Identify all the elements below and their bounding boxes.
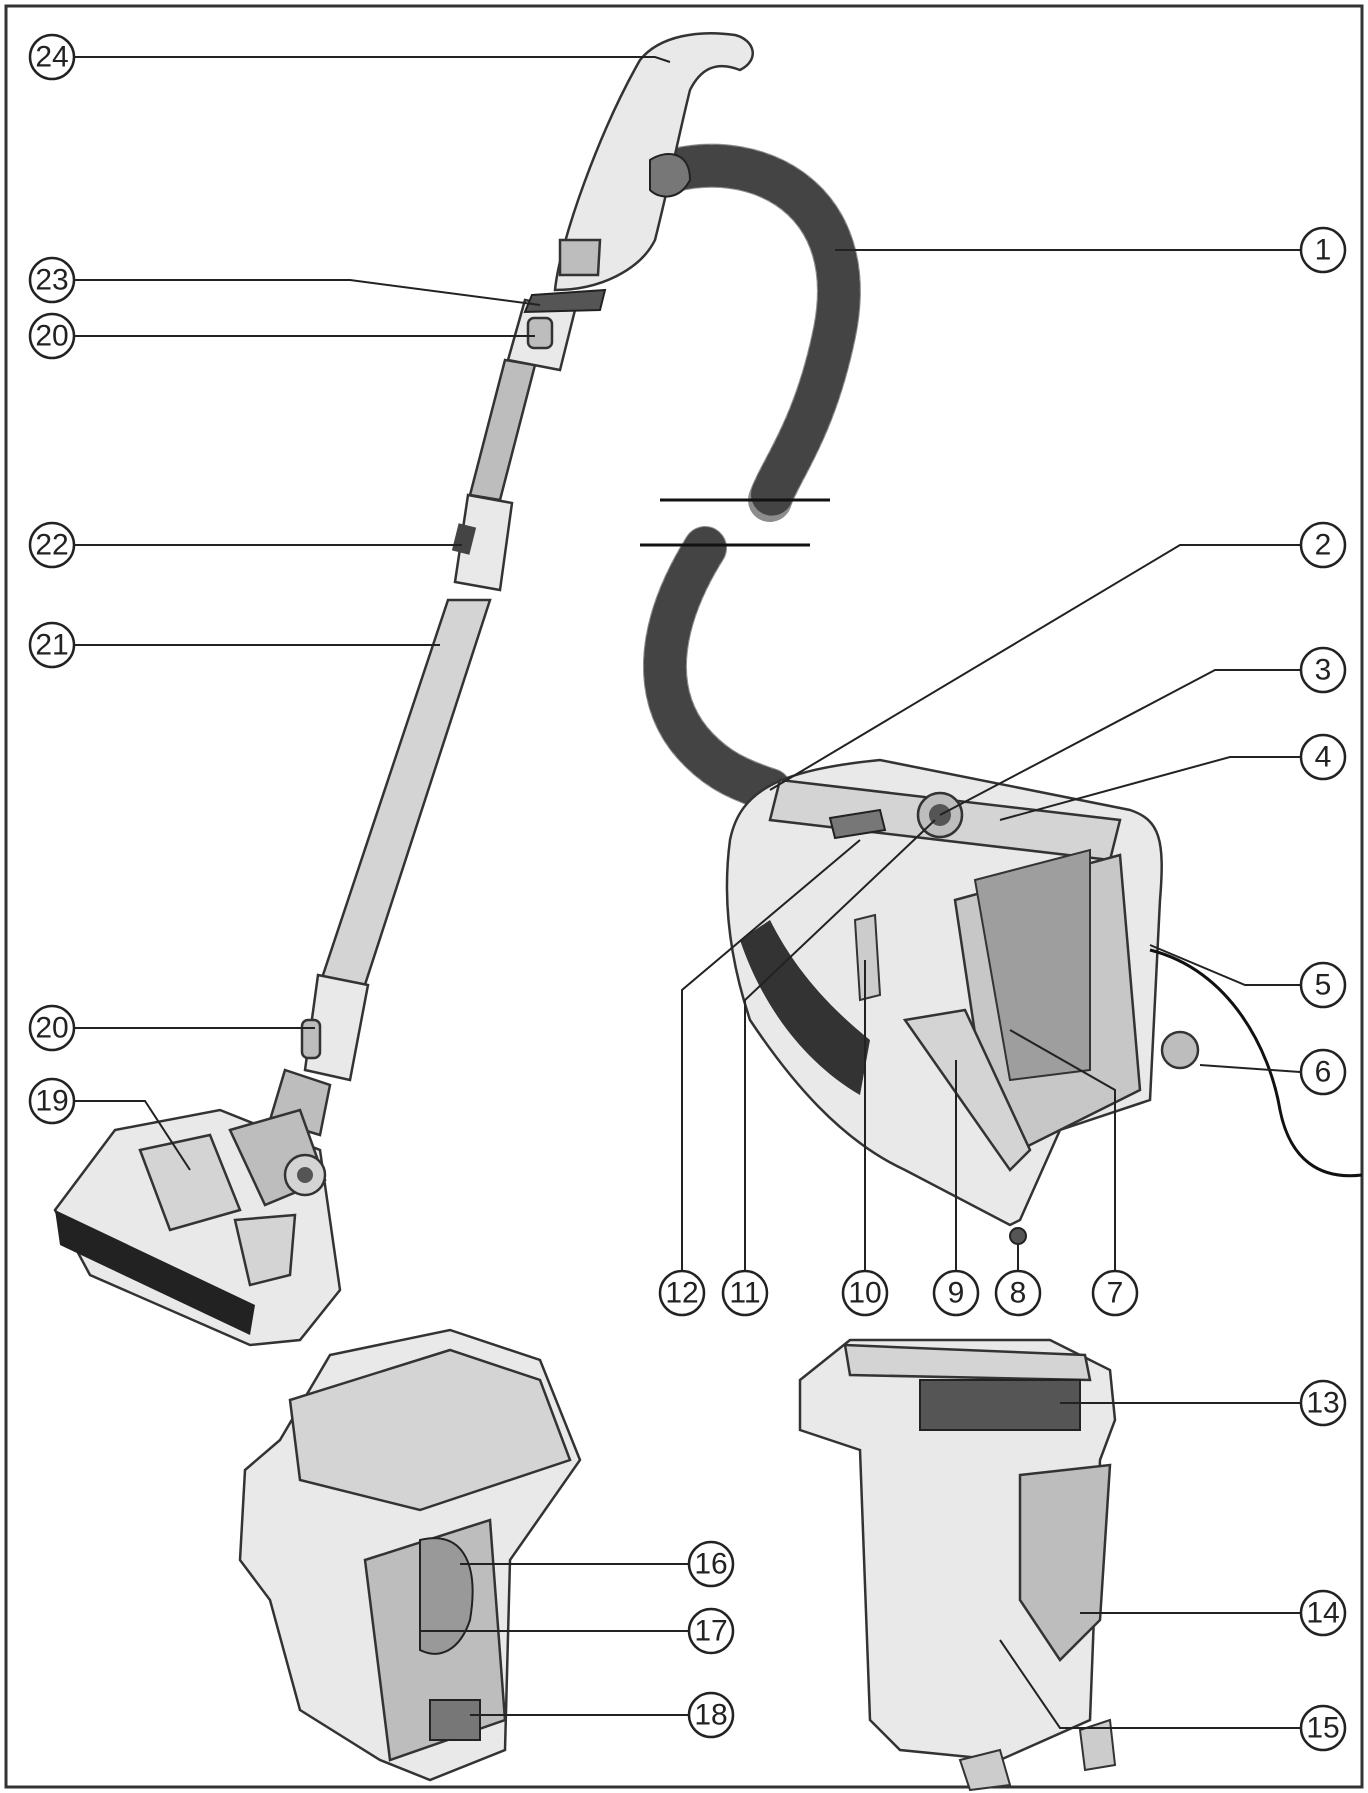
svg-text:15: 15 — [1306, 1712, 1339, 1745]
leader-lines — [75, 56, 1301, 1729]
svg-text:23: 23 — [35, 264, 68, 297]
callout-22: 22 — [28, 521, 76, 569]
callout-13: 13 — [1299, 1379, 1347, 1427]
callout-14: 14 — [1299, 1589, 1347, 1637]
svg-text:10: 10 — [848, 1277, 881, 1310]
callout-11: 11 — [721, 1269, 769, 1317]
vacuum-body — [725, 758, 1363, 1245]
handle-and-wand — [268, 32, 754, 1137]
callout-1: 1 — [1299, 226, 1347, 274]
svg-text:7: 7 — [1107, 1277, 1124, 1310]
callout-2: 2 — [1299, 521, 1347, 569]
svg-text:12: 12 — [665, 1277, 698, 1310]
svg-text:16: 16 — [694, 1548, 727, 1581]
svg-text:17: 17 — [694, 1615, 727, 1648]
svg-text:22: 22 — [35, 529, 68, 562]
callout-19: 19 — [28, 1077, 76, 1125]
svg-text:24: 24 — [35, 41, 68, 74]
svg-text:13: 13 — [1306, 1387, 1339, 1420]
callout-17: 17 — [687, 1607, 735, 1655]
callout-5: 5 — [1299, 961, 1347, 1009]
svg-text:1: 1 — [1315, 234, 1332, 267]
floorhead — [53, 1108, 342, 1347]
diagram-frame — [4, 4, 1364, 1789]
callout-18: 18 — [687, 1691, 735, 1739]
callout-15: 15 — [1299, 1704, 1347, 1752]
callout-6: 6 — [1299, 1048, 1347, 1096]
callout-20-bottom: 20 — [28, 1004, 76, 1052]
svg-text:2: 2 — [1315, 529, 1332, 562]
callout-16: 16 — [687, 1540, 735, 1588]
callout-21: 21 — [28, 621, 76, 669]
svg-text:6: 6 — [1315, 1056, 1332, 1089]
svg-text:18: 18 — [694, 1699, 727, 1732]
callout-7: 7 — [1091, 1269, 1139, 1317]
dust-container-rear — [238, 1328, 582, 1782]
svg-text:8: 8 — [1010, 1277, 1027, 1310]
svg-text:19: 19 — [35, 1085, 68, 1118]
svg-text:4: 4 — [1315, 741, 1332, 774]
svg-text:3: 3 — [1315, 654, 1332, 687]
svg-text:9: 9 — [948, 1277, 965, 1310]
svg-text:21: 21 — [35, 629, 68, 662]
callout-4: 4 — [1299, 733, 1347, 781]
callout-10: 10 — [841, 1269, 889, 1317]
callout-8: 8 — [994, 1269, 1042, 1317]
callout-9: 9 — [932, 1269, 980, 1317]
svg-text:14: 14 — [1306, 1597, 1339, 1630]
svg-text:20: 20 — [35, 1012, 68, 1045]
svg-text:20: 20 — [35, 320, 68, 353]
callout-23: 23 — [28, 256, 76, 304]
suction-hose — [640, 143, 861, 812]
callout-24: 24 — [28, 33, 76, 81]
callout-12: 12 — [658, 1269, 706, 1317]
dust-container-front — [798, 1338, 1117, 1792]
svg-text:5: 5 — [1315, 969, 1332, 1002]
svg-text:11: 11 — [729, 1277, 760, 1310]
callout-3: 3 — [1299, 646, 1347, 694]
callout-20-top: 20 — [28, 312, 76, 360]
